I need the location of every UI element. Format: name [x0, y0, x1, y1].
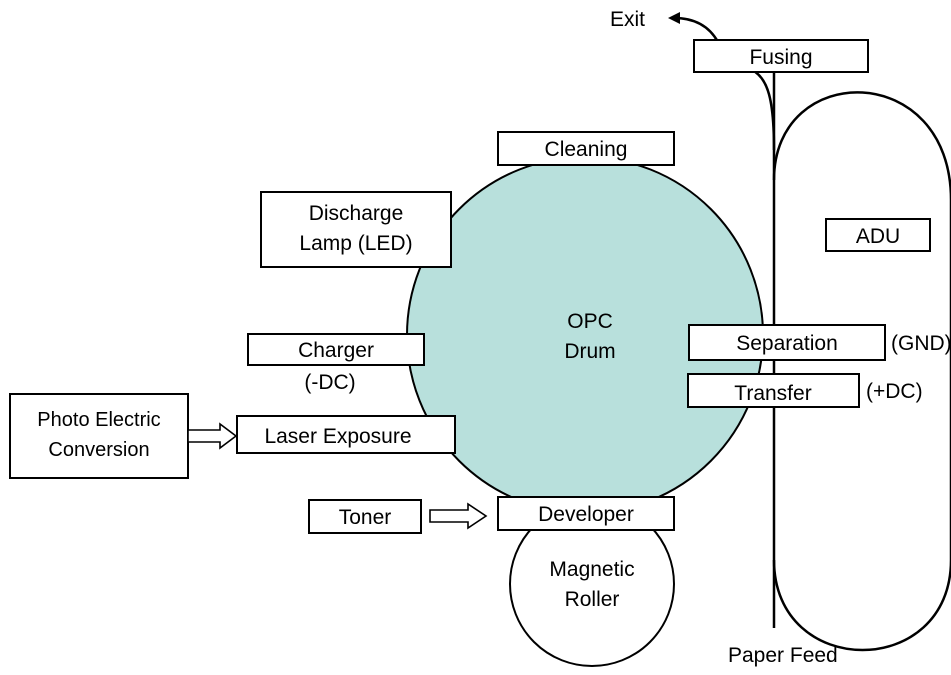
separation-box: [688, 324, 886, 361]
cleaning-label: Cleaning: [545, 138, 628, 161]
fusing-label: Fusing: [749, 46, 812, 69]
discharge-lamp-label-line2: Lamp (LED): [299, 232, 412, 255]
transfer-box: [687, 373, 860, 408]
developer-box: [497, 496, 675, 531]
magnetic-roller-label-line2: Roller: [565, 588, 620, 611]
separation-voltage-label: (GND): [891, 332, 951, 355]
photo-electric-label-line2: Conversion: [48, 439, 149, 461]
developer-label: Developer: [538, 503, 634, 526]
adu-loop-path: [772, 91, 951, 652]
fusing-entry-curve: [751, 68, 776, 151]
toner-to-developer-arrow: [429, 502, 488, 530]
photo-electric-label-line1: Photo Electric: [37, 409, 160, 431]
photo-electric-conversion-box: [9, 393, 189, 479]
exit-arrow: [673, 16, 720, 43]
discharge-lamp-box: [260, 191, 452, 268]
transfer-label: Transfer: [734, 382, 811, 405]
fusing-box: [693, 39, 869, 73]
exit-label: Exit: [610, 8, 645, 31]
charger-label: Charger: [298, 339, 374, 362]
toner-box: [308, 499, 422, 534]
charger-voltage-label: (-DC): [304, 371, 355, 394]
magnetic-roller-label-line1: Magnetic: [549, 558, 634, 581]
drum-label-line1: OPC: [567, 310, 613, 333]
charger-box: [247, 333, 425, 366]
cleaning-box: [497, 131, 675, 166]
laser-exposure-box: [236, 415, 456, 454]
transfer-voltage-label: (+DC): [866, 380, 923, 403]
photo-to-laser-arrow: [187, 422, 238, 450]
adu-box: [825, 218, 931, 252]
discharge-lamp-label-line1: Discharge: [309, 202, 404, 225]
exit-arrowhead: [668, 12, 680, 24]
separation-label: Separation: [736, 332, 838, 355]
laser-exposure-label: Laser Exposure: [264, 425, 411, 448]
toner-label: Toner: [339, 506, 392, 529]
adu-label: ADU: [856, 225, 900, 248]
paper-feed-label: Paper Feed: [728, 644, 838, 667]
drum-label-line2: Drum: [564, 340, 615, 363]
